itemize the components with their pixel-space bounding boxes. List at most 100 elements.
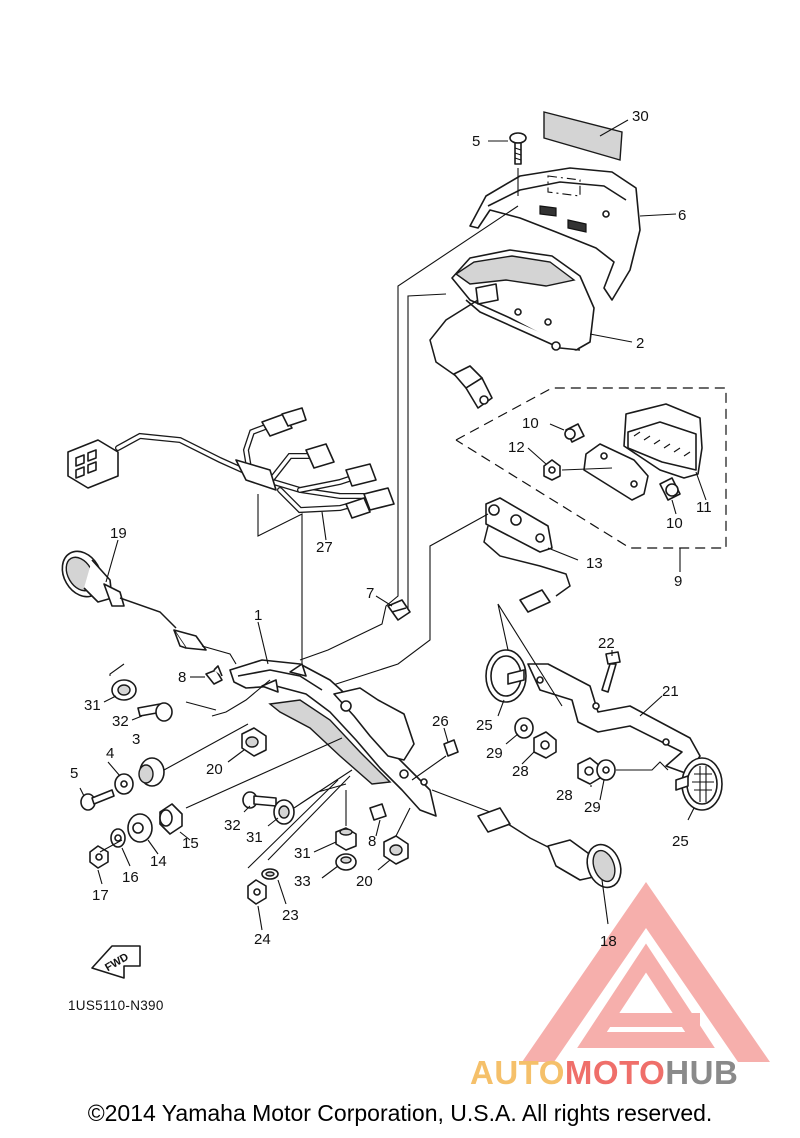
clip-26 bbox=[443, 739, 459, 757]
label-28-right: 28 bbox=[556, 787, 573, 804]
taillight-unit-2 bbox=[451, 249, 595, 351]
grommet-31-middle bbox=[273, 799, 295, 825]
taillight-connector bbox=[453, 365, 493, 409]
label-31-lower: 31 bbox=[294, 845, 311, 862]
label-15: 15 bbox=[182, 835, 199, 852]
grommet-31-upper bbox=[111, 679, 137, 701]
label-2: 2 bbox=[636, 335, 644, 352]
main-harness-connector bbox=[67, 439, 119, 489]
brand-part-hub: HUB bbox=[665, 1054, 739, 1091]
rear-fender-1 bbox=[229, 659, 437, 817]
brand-part-auto: AUTO bbox=[470, 1054, 565, 1091]
spacer-15 bbox=[159, 803, 183, 835]
washer-29-left bbox=[514, 717, 534, 739]
label-32-lower: 32 bbox=[224, 817, 241, 834]
label-9: 9 bbox=[674, 573, 682, 590]
screw-5-lower bbox=[80, 789, 115, 811]
collar-4 bbox=[114, 773, 134, 795]
license-light-bracket bbox=[583, 443, 649, 501]
license-light-base-13 bbox=[485, 497, 553, 553]
label-16: 16 bbox=[122, 869, 139, 886]
label-10-lower: 10 bbox=[666, 515, 683, 532]
license-light-connector bbox=[519, 589, 551, 613]
label-20-upper: 20 bbox=[206, 761, 223, 778]
label-33: 33 bbox=[294, 873, 311, 890]
label-29-left: 29 bbox=[486, 745, 503, 762]
grommet-31-lower bbox=[335, 827, 357, 851]
fwd-arrow-icon bbox=[91, 945, 141, 979]
label-27: 27 bbox=[316, 539, 333, 556]
label-20-lower: 20 bbox=[356, 873, 373, 890]
watermark-logo-icon bbox=[522, 882, 770, 1062]
label-1: 1 bbox=[254, 607, 262, 624]
reflector-25-left bbox=[485, 649, 527, 703]
grommet-14 bbox=[127, 813, 153, 843]
diagram-code: 1US5110-N390 bbox=[68, 998, 164, 1013]
turn-signal-19 bbox=[61, 550, 125, 607]
label-26: 26 bbox=[432, 713, 449, 730]
label-22: 22 bbox=[598, 635, 615, 652]
washer-16 bbox=[110, 828, 126, 848]
washer-29-right bbox=[596, 759, 616, 781]
label-17: 17 bbox=[92, 887, 109, 904]
label-30: 30 bbox=[632, 108, 649, 125]
label-29-right: 29 bbox=[584, 799, 601, 816]
clip-8-upper bbox=[205, 665, 223, 685]
clamp-7 bbox=[387, 599, 411, 621]
bracket-21 bbox=[527, 663, 701, 775]
wire-harness-27 bbox=[115, 407, 395, 519]
label-25-right: 25 bbox=[672, 833, 689, 850]
bulb-10-lower bbox=[659, 477, 681, 501]
taillight-cover-6 bbox=[469, 167, 641, 301]
turn-signal-connector-left bbox=[173, 629, 207, 651]
bolt-32-lower bbox=[242, 791, 277, 809]
brand-part-moto: MOTO bbox=[564, 1054, 666, 1091]
nut-12 bbox=[543, 459, 561, 481]
label-18: 18 bbox=[600, 933, 617, 950]
label-21: 21 bbox=[662, 683, 679, 700]
label-23: 23 bbox=[282, 907, 299, 924]
label-14: 14 bbox=[150, 853, 167, 870]
label-5-lower: 5 bbox=[70, 765, 78, 782]
turn-signal-18 bbox=[547, 839, 622, 889]
nut-28-left bbox=[533, 731, 557, 759]
label-8-upper: 8 bbox=[178, 669, 186, 686]
bolt-32-upper bbox=[137, 702, 173, 722]
label-19: 19 bbox=[110, 525, 127, 542]
washer-23 bbox=[261, 868, 279, 880]
collar-33 bbox=[335, 853, 357, 871]
clip-8-lower bbox=[369, 803, 387, 821]
nut-20-lower bbox=[383, 835, 409, 865]
turn-signal-connector-right bbox=[477, 807, 511, 833]
grommet-3 bbox=[138, 757, 165, 787]
reflector-25-right bbox=[675, 757, 723, 811]
label-31-upper: 31 bbox=[84, 697, 101, 714]
label-10-upper: 10 bbox=[522, 415, 539, 432]
reflector-strip-30 bbox=[543, 111, 623, 161]
label-8-lower: 8 bbox=[368, 833, 376, 850]
copyright-notice: ©2014 Yamaha Motor Corporation, U.S.A. A… bbox=[87, 1100, 713, 1126]
nut-17 bbox=[89, 845, 109, 869]
label-11: 11 bbox=[696, 499, 712, 516]
label-24: 24 bbox=[254, 931, 271, 948]
label-4: 4 bbox=[106, 745, 114, 762]
nut-20-upper bbox=[241, 727, 267, 757]
label-13: 13 bbox=[586, 555, 603, 572]
label-31-middle: 31 bbox=[246, 829, 263, 846]
screw-5-top bbox=[509, 132, 527, 165]
label-32-upper: 32 bbox=[112, 713, 129, 730]
label-3: 3 bbox=[132, 731, 140, 748]
label-6: 6 bbox=[678, 207, 686, 224]
label-25-left: 25 bbox=[476, 717, 493, 734]
nut-24 bbox=[247, 879, 267, 905]
label-5-top: 5 bbox=[472, 133, 480, 150]
license-light-housing-11 bbox=[623, 403, 703, 479]
bulb-10-upper bbox=[564, 423, 585, 443]
label-28-left: 28 bbox=[512, 763, 529, 780]
label-12: 12 bbox=[508, 439, 525, 456]
watermark-brand: AUTOMOTOHUB bbox=[470, 1054, 738, 1092]
bolt-22 bbox=[601, 651, 621, 693]
label-7: 7 bbox=[366, 585, 374, 602]
